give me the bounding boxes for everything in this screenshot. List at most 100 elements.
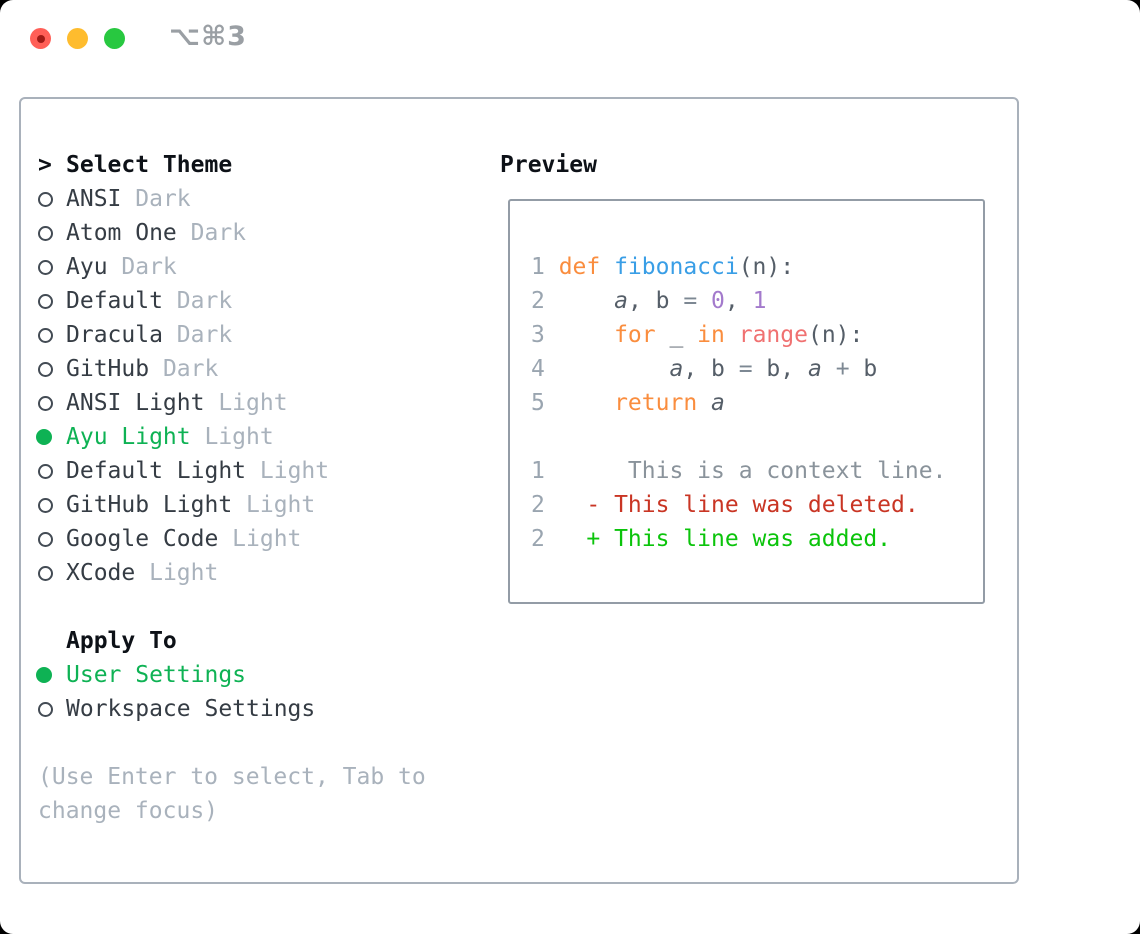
- code-token: fibonacci: [614, 254, 739, 280]
- titlebar: ⌥⌘3: [0, 0, 1140, 97]
- option-label: Default: [66, 288, 177, 314]
- radio-selected-icon: [36, 667, 66, 683]
- code-token: def: [558, 254, 615, 280]
- code-token: , b: [627, 288, 684, 314]
- option-label: GitHub: [66, 356, 163, 382]
- code-token: - This line was deleted.: [558, 492, 919, 518]
- code-token: [559, 322, 614, 348]
- line-number: 3: [531, 322, 545, 348]
- select-theme-title: Select Theme: [66, 152, 233, 178]
- theme-option[interactable]: Ayu Light Light: [36, 420, 426, 454]
- radio-icon: [38, 497, 66, 513]
- code-token: a: [711, 390, 725, 416]
- option-label: Dracula: [66, 322, 177, 348]
- radio-icon: [38, 225, 66, 241]
- preview-header: Preview: [500, 148, 985, 182]
- radio-icon: [38, 191, 66, 207]
- radio-icon: [38, 327, 66, 343]
- option-variant: Light: [246, 492, 316, 518]
- line-number: 1: [531, 458, 545, 484]
- minimize-button[interactable]: [67, 28, 88, 49]
- radio-icon: [38, 361, 66, 377]
- code-token: ,: [724, 288, 753, 314]
- code-token: [559, 390, 614, 416]
- code-token: return: [614, 390, 698, 416]
- option-variant: Light: [259, 458, 330, 484]
- radio-icon: [38, 701, 66, 717]
- line-number: 4: [531, 356, 545, 382]
- option-variant: Dark: [176, 288, 233, 314]
- theme-option[interactable]: Google Code Light: [38, 522, 426, 556]
- code-line: 1 This is a context line.: [531, 454, 983, 488]
- code-token: _: [655, 322, 698, 348]
- code-token: + This line was added.: [558, 526, 892, 552]
- code-token: This is a context line.: [558, 458, 947, 484]
- option-label: XCode: [66, 560, 150, 586]
- option-label: Workspace Settings: [66, 696, 316, 722]
- code-token: [697, 390, 711, 416]
- option-label: User Settings: [66, 662, 247, 688]
- line-number: 2: [531, 526, 545, 552]
- code-token: b,: [752, 356, 808, 382]
- code-token: a: [669, 356, 684, 382]
- option-label: Google Code: [66, 526, 233, 552]
- code-token: 0: [711, 288, 725, 314]
- option-variant: Light: [149, 560, 219, 586]
- line-number: 5: [531, 390, 545, 416]
- code-token: a: [614, 288, 628, 314]
- theme-option[interactable]: GitHub Light Light: [38, 488, 426, 522]
- theme-option[interactable]: GitHub Dark: [38, 352, 426, 386]
- code-token: [559, 288, 614, 314]
- radio-icon: [38, 395, 66, 411]
- code-line: [531, 420, 983, 454]
- theme-option[interactable]: Ayu Dark: [38, 250, 426, 284]
- radio-icon: [38, 565, 66, 581]
- radio-icon: [38, 259, 66, 275]
- option-variant: Light: [232, 526, 302, 552]
- close-button[interactable]: [30, 28, 51, 49]
- zoom-button[interactable]: [104, 28, 125, 49]
- code-token: +: [835, 356, 850, 382]
- option-label: Ayu Light: [66, 424, 205, 450]
- theme-option[interactable]: XCode Light: [38, 556, 426, 590]
- apply-option[interactable]: User Settings: [36, 658, 426, 692]
- code-line: 3 for _ in range(n):: [531, 318, 983, 352]
- theme-option[interactable]: Atom One Dark: [38, 216, 426, 250]
- option-label: GitHub Light: [66, 492, 247, 518]
- option-variant: Dark: [135, 186, 191, 212]
- code-token: for: [614, 322, 656, 348]
- code-token: =: [738, 356, 753, 382]
- option-label: ANSI Light: [66, 390, 219, 416]
- code-token: , b: [683, 356, 739, 382]
- theme-option[interactable]: Default Dark: [38, 284, 426, 318]
- code-line: 2 a, b = 0, 1: [531, 284, 983, 318]
- code-token: =: [683, 288, 698, 314]
- option-variant: Light: [218, 390, 288, 416]
- close-button-dot: [36, 34, 45, 43]
- theme-option[interactable]: Dracula Dark: [38, 318, 426, 352]
- radio-icon: [38, 293, 66, 309]
- select-theme-header: > Select Theme: [38, 148, 426, 182]
- code-token: (n):: [807, 322, 864, 348]
- spacer: [38, 726, 426, 760]
- code-line: 2 - This line was deleted.: [531, 488, 983, 522]
- code-token: [822, 356, 836, 382]
- line-number: 2: [531, 288, 545, 314]
- code-token: [697, 288, 711, 314]
- theme-option[interactable]: ANSI Light Light: [38, 386, 426, 420]
- option-variant: Dark: [176, 322, 233, 348]
- code-token: 1: [752, 288, 767, 314]
- theme-option[interactable]: Default Light Light: [38, 454, 426, 488]
- option-variant: Light: [204, 424, 274, 450]
- apply-to-title: Apply To: [66, 628, 177, 654]
- apply-option[interactable]: Workspace Settings: [38, 692, 426, 726]
- option-variant: Dark: [162, 356, 219, 382]
- theme-option[interactable]: ANSI Dark: [38, 182, 426, 216]
